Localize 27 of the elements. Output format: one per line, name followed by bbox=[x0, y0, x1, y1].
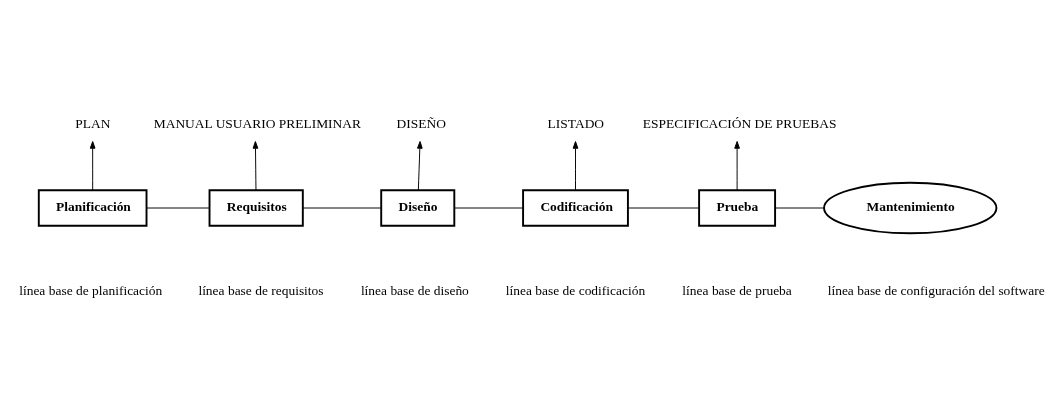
label: línea base de diseño bbox=[360, 283, 469, 299]
node-ellipse: Mantenimiento bbox=[823, 181, 998, 235]
node-box: Requisitos bbox=[208, 189, 304, 227]
node-text: LISTADO bbox=[547, 115, 605, 131]
label: línea base de prueba bbox=[682, 283, 792, 299]
node-text: DISEÑO bbox=[396, 115, 446, 131]
arrow bbox=[417, 141, 423, 191]
label: línea base de configuración del software bbox=[827, 283, 1045, 299]
node-box: Codificación bbox=[522, 189, 629, 227]
node-box: Planificación bbox=[37, 189, 148, 227]
node-text: MANUAL USUARIO PRELIMINAR bbox=[153, 115, 362, 131]
arrow bbox=[734, 141, 740, 191]
connector bbox=[146, 207, 210, 209]
arrow bbox=[89, 141, 96, 191]
label: línea base de requisitos bbox=[198, 283, 324, 299]
node-text: PLAN bbox=[75, 115, 111, 131]
arrow bbox=[572, 141, 579, 191]
connector bbox=[774, 207, 825, 209]
node-text: ESPECIFICACIÓN DE PRUEBAS bbox=[642, 115, 837, 131]
connector bbox=[627, 207, 700, 209]
node-box: Prueba bbox=[698, 189, 777, 227]
connector bbox=[453, 207, 524, 209]
label: línea base de planificación bbox=[19, 283, 163, 299]
connector bbox=[302, 207, 382, 209]
label: línea base de codificación bbox=[505, 283, 646, 299]
node-box: Diseño bbox=[380, 189, 456, 227]
arrow bbox=[252, 141, 259, 191]
